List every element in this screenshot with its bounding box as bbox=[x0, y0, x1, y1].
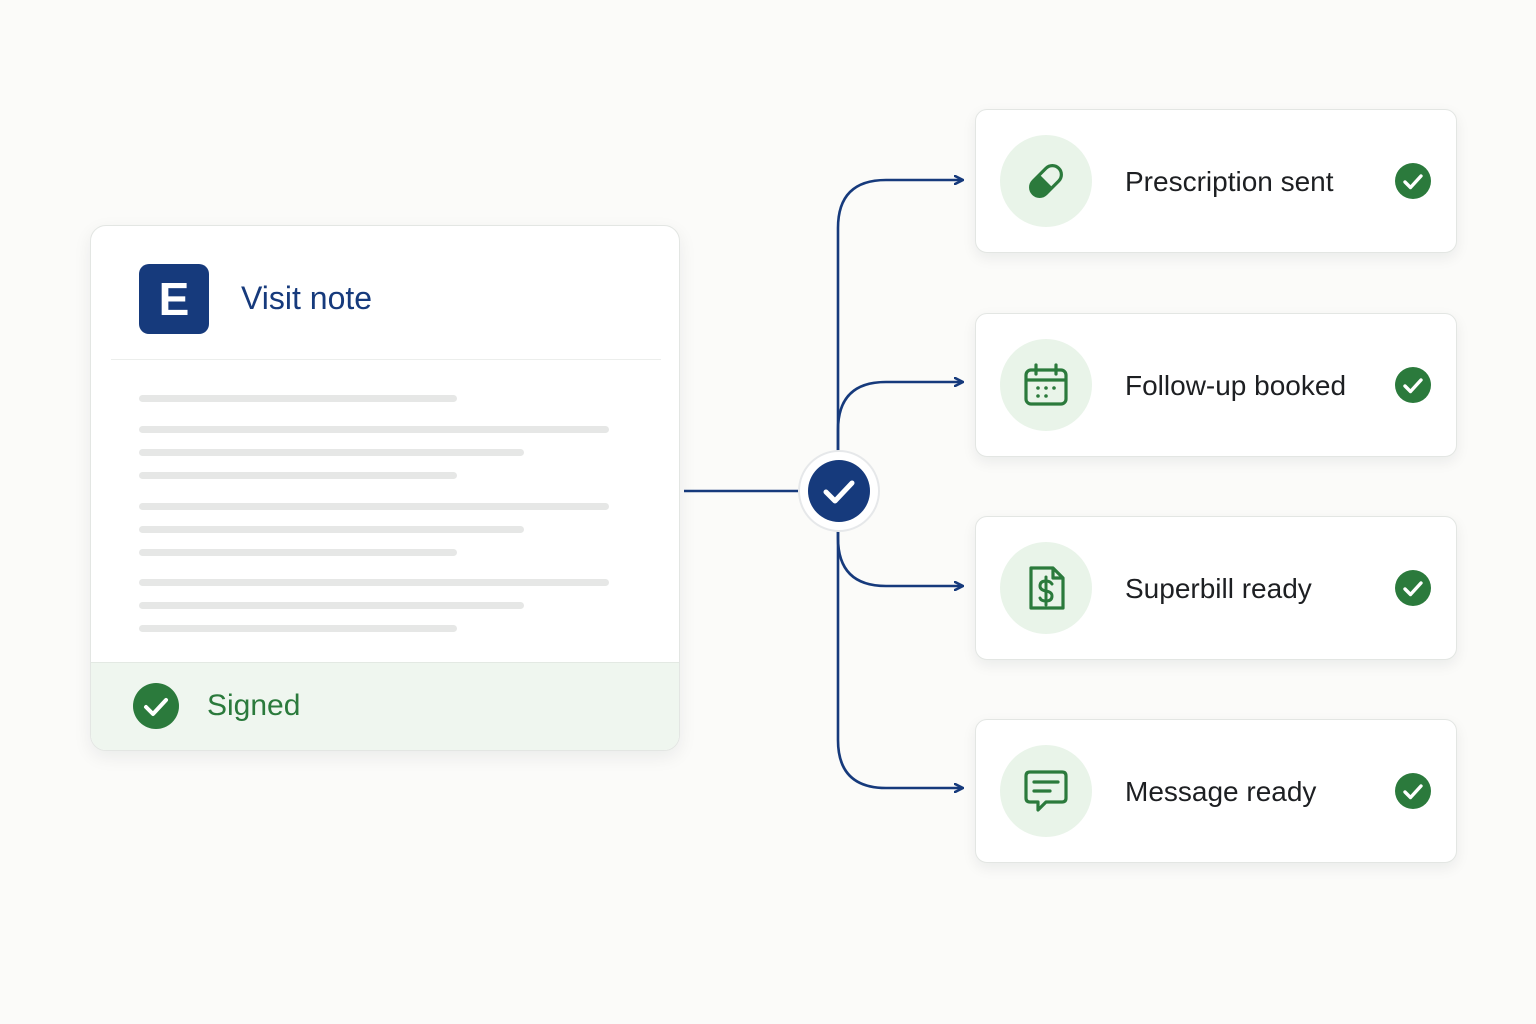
invoice-dollar-icon bbox=[1029, 566, 1065, 610]
check-circle-icon bbox=[1395, 163, 1431, 199]
chat-message-icon bbox=[1024, 770, 1068, 812]
app-logo-badge: E bbox=[139, 264, 209, 334]
text-placeholder-line bbox=[139, 472, 457, 479]
follow-up-card[interactable]: Follow-up booked bbox=[975, 313, 1457, 457]
signed-status-label: Signed bbox=[207, 689, 301, 722]
output-label: Message ready bbox=[1125, 776, 1317, 807]
message-card[interactable]: Message ready bbox=[975, 719, 1457, 863]
output-label: Superbill ready bbox=[1125, 573, 1312, 604]
prescription-card[interactable]: Prescription sent bbox=[975, 109, 1457, 253]
visit-note-header: E Visit note bbox=[111, 226, 661, 360]
hub-check-icon bbox=[798, 450, 880, 532]
check-circle-icon bbox=[1395, 773, 1431, 809]
output-label: Prescription sent bbox=[1125, 166, 1334, 197]
signed-status-bar: Signed bbox=[91, 662, 679, 750]
text-placeholder-line bbox=[139, 395, 457, 402]
check-circle-icon bbox=[1395, 367, 1431, 403]
hub-to-superbill-connector bbox=[836, 530, 962, 586]
text-placeholder-line bbox=[139, 449, 524, 456]
visit-note-title: Visit note bbox=[241, 280, 373, 316]
prescription-icon-badge bbox=[1000, 135, 1092, 227]
hub-to-prescription-connector bbox=[836, 180, 962, 452]
text-placeholder-line bbox=[139, 579, 609, 586]
text-placeholder-line bbox=[139, 426, 609, 433]
superbill-card[interactable]: Superbill ready bbox=[975, 516, 1457, 660]
text-placeholder-line bbox=[139, 602, 524, 609]
check-circle-icon bbox=[1395, 570, 1431, 606]
hub-to-message-connector bbox=[836, 530, 962, 788]
superbill-icon-badge bbox=[1000, 542, 1092, 634]
text-placeholder-line bbox=[139, 549, 457, 556]
pill-icon bbox=[1029, 164, 1063, 198]
calendar-icon bbox=[1024, 363, 1068, 406]
hub-to-followup-connector bbox=[836, 382, 962, 452]
message-icon-badge bbox=[1000, 745, 1092, 837]
text-placeholder-line bbox=[139, 526, 524, 533]
text-placeholder-line bbox=[139, 503, 609, 510]
visit-note-card[interactable]: E Visit note Signed bbox=[90, 225, 680, 751]
text-placeholder-line bbox=[139, 625, 457, 632]
follow-up-icon-badge bbox=[1000, 339, 1092, 431]
output-label: Follow-up booked bbox=[1125, 370, 1347, 401]
check-circle-icon bbox=[133, 683, 179, 729]
